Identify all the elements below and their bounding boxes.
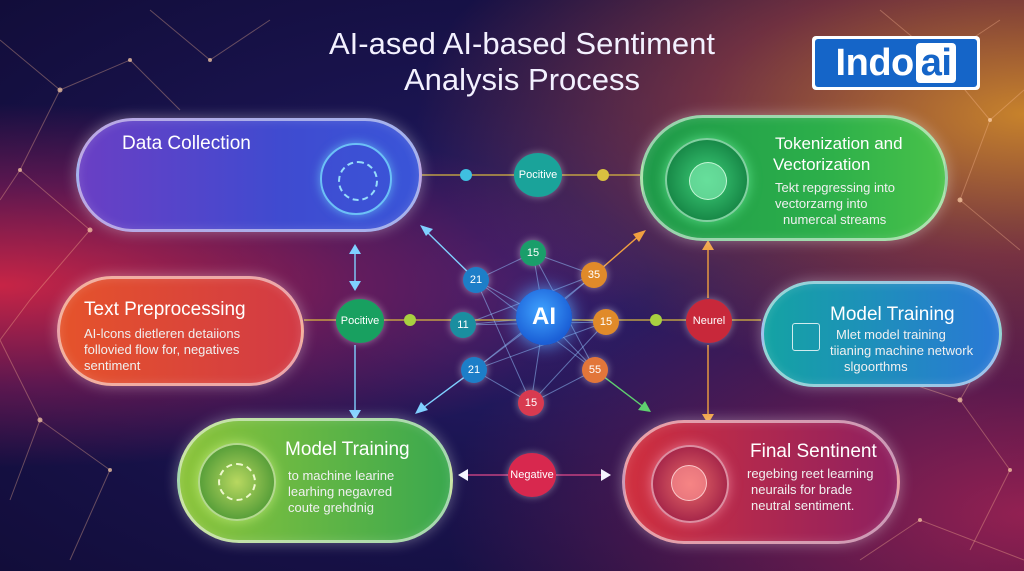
node-positive-left: Pocitive	[336, 299, 384, 343]
network-node-label: 11	[457, 319, 469, 331]
network-node-label: 15	[524, 397, 538, 409]
title-line-2: Analysis Process	[403, 62, 641, 97]
brain-icon	[665, 138, 749, 222]
card-final-sentiment: Final Sentinent regebing reet learning n…	[622, 420, 900, 544]
card-model-training-left-title: Model Training	[285, 439, 410, 460]
node-negative-label: Negative	[510, 469, 554, 481]
card-final-sentiment-desc-2: neurails for brade	[751, 482, 853, 497]
ai-hub-label: AI	[532, 303, 556, 330]
card-model-training-right-title: Model Training	[830, 304, 955, 325]
card-tokenization-desc-3: numercal streams	[783, 212, 887, 227]
card-tokenization-desc-1: Tekt repgressing into	[775, 180, 895, 195]
card-tokenization-desc-2: vectorzarng into	[775, 196, 868, 211]
network-node: 35	[581, 262, 607, 288]
ai-hub: AI	[516, 289, 572, 345]
network-node: 15	[518, 390, 544, 416]
logo-text-indo: Indo	[835, 41, 915, 84]
node-negative: Negative	[508, 453, 556, 497]
card-final-sentiment-title: Final Sentinent	[750, 441, 877, 462]
card-text-preprocessing: Text Preprocessing AI-lcons dietleren de…	[57, 276, 304, 386]
card-text-preprocessing-desc-3: sentiment	[84, 358, 141, 373]
card-model-training-right-desc-1: Mlet model training	[836, 327, 946, 342]
network-node-label: 55	[588, 364, 602, 376]
network-node-label: 15	[599, 316, 613, 328]
node-positive-left-label: Pocitive	[340, 315, 380, 327]
card-text-preprocessing-desc-2: follovied flow for, negatives	[84, 342, 240, 357]
card-model-training-right: Model Training Mlet model training tiian…	[761, 281, 1002, 387]
card-model-training-left-desc-2: learhing negavred	[288, 484, 393, 499]
network-node-label: 21	[469, 274, 483, 286]
diagram-title: AI-ased AI-based Sentiment Analysis Proc…	[262, 26, 782, 98]
card-text-preprocessing-title: Text Preprocessing	[84, 299, 246, 320]
card-data-collection: Data Collection	[76, 118, 422, 232]
card-model-training-right-desc-2: tiianing machine network	[830, 343, 974, 358]
node-neural-label: Neurel	[692, 315, 726, 327]
network-node: 15	[593, 309, 619, 335]
network-node-label: 15	[526, 247, 540, 259]
node-positive-top-label: Pocitive	[518, 169, 558, 181]
node-positive-top: Pocitive	[514, 153, 562, 197]
card-text-preprocessing-desc-1: AI-lcons dietleren detaiions	[84, 326, 241, 341]
network-node-label: 35	[587, 269, 601, 281]
brain-icon	[651, 445, 729, 523]
card-final-sentiment-desc-3: neutral sentiment.	[751, 498, 855, 513]
network-node-label: 21	[467, 364, 481, 376]
card-tokenization-title-1: Tokenization and	[775, 134, 903, 153]
square-icon	[792, 323, 820, 351]
card-model-training-left-desc-3: coute grehdnig	[288, 500, 375, 515]
card-model-training-right-desc-3: slgoorthms	[844, 359, 908, 374]
network-node: 55	[582, 357, 608, 383]
card-model-training-left-desc-1: to machine learine	[288, 468, 395, 483]
brain-icon	[320, 143, 392, 215]
network-node: 21	[461, 357, 487, 383]
brain-icon	[198, 443, 276, 521]
network-node: 15	[520, 240, 546, 266]
network-node: 21	[463, 267, 489, 293]
card-final-sentiment-desc-1: regebing reet learning	[747, 466, 874, 481]
card-data-collection-title: Data Collection	[122, 133, 251, 154]
network-node: 11	[450, 312, 476, 338]
logo-text-ai: ai	[915, 43, 957, 83]
card-model-training-left: Model Training to machine learine learhi…	[177, 418, 453, 543]
node-neural: Neurel	[686, 299, 732, 343]
title-line-1: AI-ased AI-based Sentiment	[328, 26, 715, 61]
card-tokenization: Tokenization and Vectorization Tekt repg…	[640, 115, 948, 241]
card-tokenization-title-2: Vectorization	[773, 155, 871, 174]
